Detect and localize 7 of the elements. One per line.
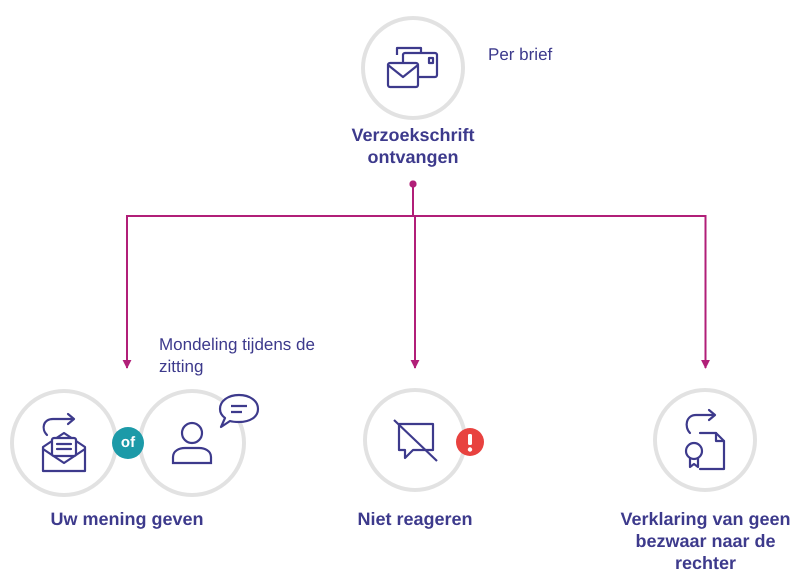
node-title: Niet reageren [356, 508, 474, 530]
connector-arrow [410, 180, 710, 369]
node-title: Verklaring van geen bezwaar naar de rechter [619, 508, 792, 574]
node-title: Verzoekschrift ontvangen [350, 124, 476, 168]
node-note: Mondeling tijdens de zitting [159, 334, 316, 378]
node-note: Per brief [488, 44, 554, 66]
node-title: Uw mening geven [49, 508, 205, 530]
